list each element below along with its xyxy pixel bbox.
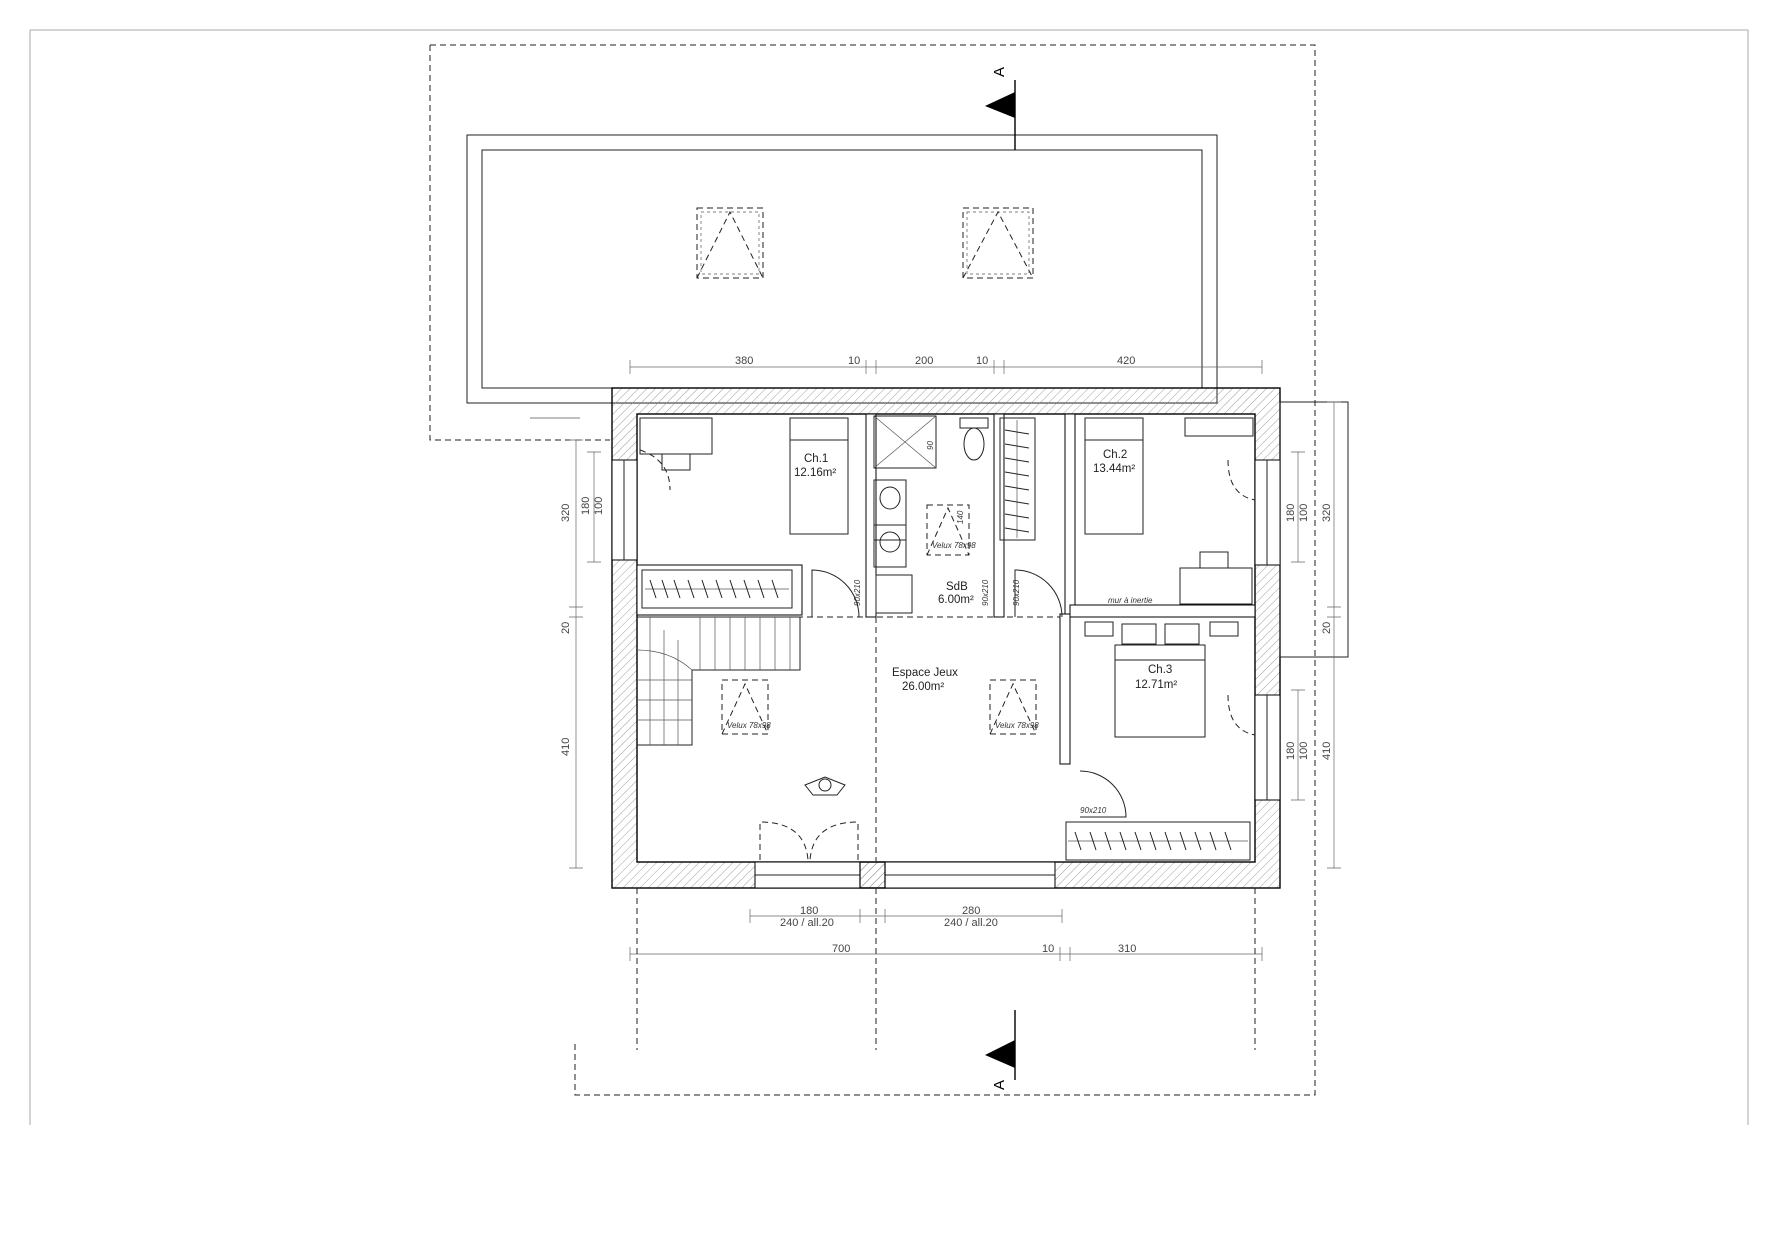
room-ch2-area: 13.44m²	[1093, 463, 1135, 475]
dim-bottom-4: 240 / all.20	[944, 917, 998, 929]
velux-sdb-label: Velux 78x98	[932, 541, 976, 550]
dim-right-7: 100	[1298, 742, 1310, 760]
dim-bottom-3: 240 / all.20	[780, 917, 834, 929]
dim-left-2: 20	[560, 622, 572, 634]
dim-right-5: 410	[1321, 742, 1333, 760]
section-marker-bottom	[985, 1010, 1016, 1080]
dimension-lines	[530, 360, 1341, 1050]
section-label-bottom: A	[991, 1080, 1008, 1090]
dim-top-1: 380	[735, 355, 753, 367]
velux-stair-label: Velux 78x98	[727, 721, 771, 730]
dim-bottom-7: 310	[1118, 943, 1136, 955]
sheet-frame	[29, 29, 1749, 1125]
dim-top-5: 420	[1117, 355, 1135, 367]
closet-ch3	[1065, 821, 1251, 861]
room-ch1-area: 12.16m²	[794, 467, 836, 479]
dim-right-1: 180	[1285, 504, 1297, 522]
velux-jeux	[989, 679, 1037, 735]
section-marker-top	[985, 80, 1016, 150]
dim-top-3: 200	[915, 355, 933, 367]
doors	[639, 449, 1256, 861]
bed-ch3	[1084, 621, 1239, 738]
lower-roof	[466, 134, 1218, 404]
room-sdb-name: SdB	[946, 581, 968, 593]
velux-stair	[721, 679, 769, 735]
closet-hall	[999, 417, 1036, 541]
roof-skylight-left	[696, 207, 764, 279]
dim-left-4: 180	[580, 497, 592, 515]
staircase	[636, 616, 801, 746]
bed-ch1	[789, 417, 849, 535]
shower-dim-90: 90	[926, 441, 935, 450]
balcony-outline	[1279, 401, 1349, 658]
velux-sdb	[926, 504, 970, 556]
furniture-misc	[639, 417, 1254, 796]
door-label-2: 90x210	[981, 579, 990, 606]
dim-bottom-5: 700	[832, 943, 850, 955]
dim-top-2: 10	[848, 355, 860, 367]
section-label-top: A	[991, 67, 1008, 77]
room-ch3-name: Ch.3	[1148, 664, 1172, 676]
room-ch1-name: Ch.1	[804, 453, 828, 465]
dim-right-2: 100	[1298, 504, 1310, 522]
roof-overhang-outline	[429, 44, 1316, 1096]
dim-bottom-1: 180	[800, 905, 818, 917]
exterior-walls	[611, 387, 1281, 889]
room-sdb-area: 6.00m²	[938, 594, 974, 606]
roof-skylight-right	[962, 207, 1034, 279]
shower-dim-140: 140	[956, 510, 965, 524]
door-label-1: 90x210	[853, 579, 862, 606]
room-ch3-area: 12.71m²	[1135, 679, 1177, 691]
room-ch2-name: Ch.2	[1103, 449, 1127, 461]
door-label-3: 90x210	[1012, 579, 1021, 606]
closet-ch1	[641, 569, 793, 609]
door-label-4: 90x210	[1080, 806, 1107, 815]
mur-inertie-label: mur à inertie	[1108, 596, 1153, 605]
dim-bottom-6: 10	[1042, 943, 1054, 955]
dim-left-3: 410	[560, 738, 572, 756]
bathroom-fixtures	[873, 415, 989, 614]
velux-jeux-label: Velux 78x98	[995, 721, 1039, 730]
dim-bottom-2: 280	[962, 905, 980, 917]
dim-top-4: 10	[976, 355, 988, 367]
dim-left-5: 100	[593, 497, 605, 515]
dim-left-1: 320	[560, 504, 572, 522]
dim-right-3: 320	[1321, 504, 1333, 522]
bed-ch2	[1084, 417, 1144, 535]
room-jeux-area: 26.00m²	[902, 681, 944, 693]
dim-right-6: 180	[1285, 742, 1297, 760]
room-jeux-name: Espace Jeux	[892, 667, 958, 679]
dim-right-4: 20	[1321, 622, 1333, 634]
